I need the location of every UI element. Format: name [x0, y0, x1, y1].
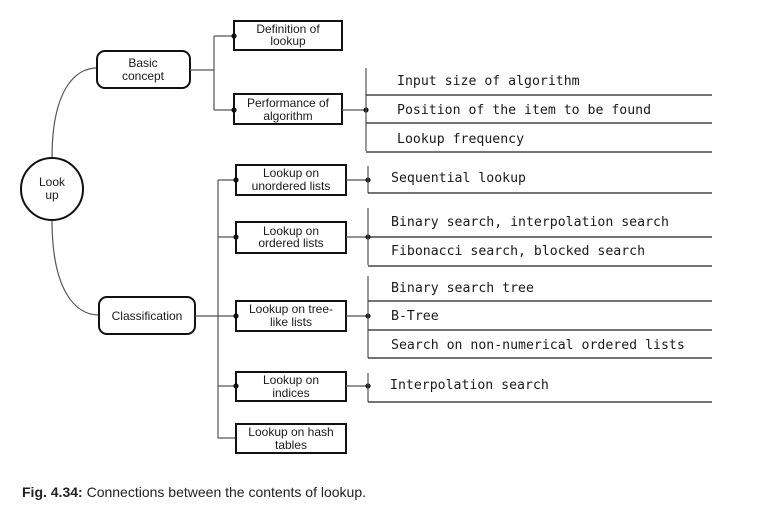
hash-line-2: tables	[275, 438, 307, 452]
root-label-line-1: Look	[39, 175, 66, 189]
item-fibonacci-blocked: Fibonacci search, blocked search	[391, 244, 645, 259]
performance-line-1: Performance of	[247, 96, 330, 110]
tree-connector-dot	[233, 313, 239, 319]
root-label-line-2: up	[45, 188, 59, 202]
indices-line-2: indices	[272, 386, 309, 400]
basic-concept-node: Basic concept	[96, 50, 191, 89]
item-interpolation-search: Interpolation search	[390, 378, 549, 393]
indices-connector-dot	[233, 383, 239, 389]
item-non-numerical: Search on non-numerical ordered lists	[391, 338, 685, 353]
item-b-tree: B-Tree	[391, 309, 439, 324]
ordered-line-1: Lookup on	[263, 224, 319, 238]
root-to-classification-connector	[51, 219, 100, 316]
unordered-line-1: Lookup on	[263, 166, 319, 180]
lookup-concept-map: Look up Basic concept Definition of look…	[20, 20, 712, 454]
unordered-connector-dot	[233, 177, 239, 183]
classification-node: Classification	[98, 296, 196, 335]
performance-of-algorithm-node: Performance of algorithm	[233, 93, 343, 125]
root-node: Look up	[20, 157, 84, 221]
definition-line-2: lookup	[270, 34, 306, 48]
definition-connector-dot	[231, 33, 237, 39]
item-position: Position of the item to be found	[397, 103, 651, 118]
classification-label: Classification	[112, 309, 183, 323]
tree-line-2: like lists	[270, 315, 312, 329]
root-to-basic-connector	[51, 67, 98, 159]
figure-caption-label: Fig. 4.34:	[22, 484, 83, 500]
performance-connector-dot	[231, 107, 237, 113]
basic-concept-label-line-1: Basic	[128, 56, 157, 70]
performance-line-2: algorithm	[263, 109, 312, 123]
item-binary-interpolation: Binary search, interpolation search	[391, 215, 669, 230]
indices-line-1: Lookup on	[263, 373, 319, 387]
ordered-connector-dot	[233, 234, 239, 240]
definition-of-lookup-node: Definition of lookup	[233, 20, 343, 51]
unordered-lists-node: Lookup on unordered lists	[235, 164, 347, 196]
indices-node: Lookup on indices	[235, 371, 347, 402]
figure-caption: Fig. 4.34: Connections between the conte…	[22, 484, 366, 500]
figure-caption-text: Connections between the contents of look…	[82, 484, 366, 500]
tree-line-1: Lookup on tree-	[249, 302, 333, 316]
definition-line-1: Definition of	[256, 22, 320, 36]
item-input-size: Input size of algorithm	[397, 74, 580, 89]
hash-line-1: Lookup on hash	[248, 425, 333, 439]
ordered-line-2: ordered lists	[258, 236, 323, 250]
item-binary-search-tree: Binary search tree	[391, 281, 534, 296]
hash-tables-node: Lookup on hash tables	[235, 423, 347, 454]
item-sequential-lookup: Sequential lookup	[391, 171, 526, 186]
item-lookup-frequency: Lookup frequency	[397, 132, 524, 147]
basic-concept-label-line-2: concept	[122, 69, 165, 83]
unordered-line-2: unordered lists	[252, 179, 331, 193]
tree-like-lists-node: Lookup on tree- like lists	[235, 300, 347, 332]
ordered-lists-node: Lookup on ordered lists	[235, 221, 347, 254]
